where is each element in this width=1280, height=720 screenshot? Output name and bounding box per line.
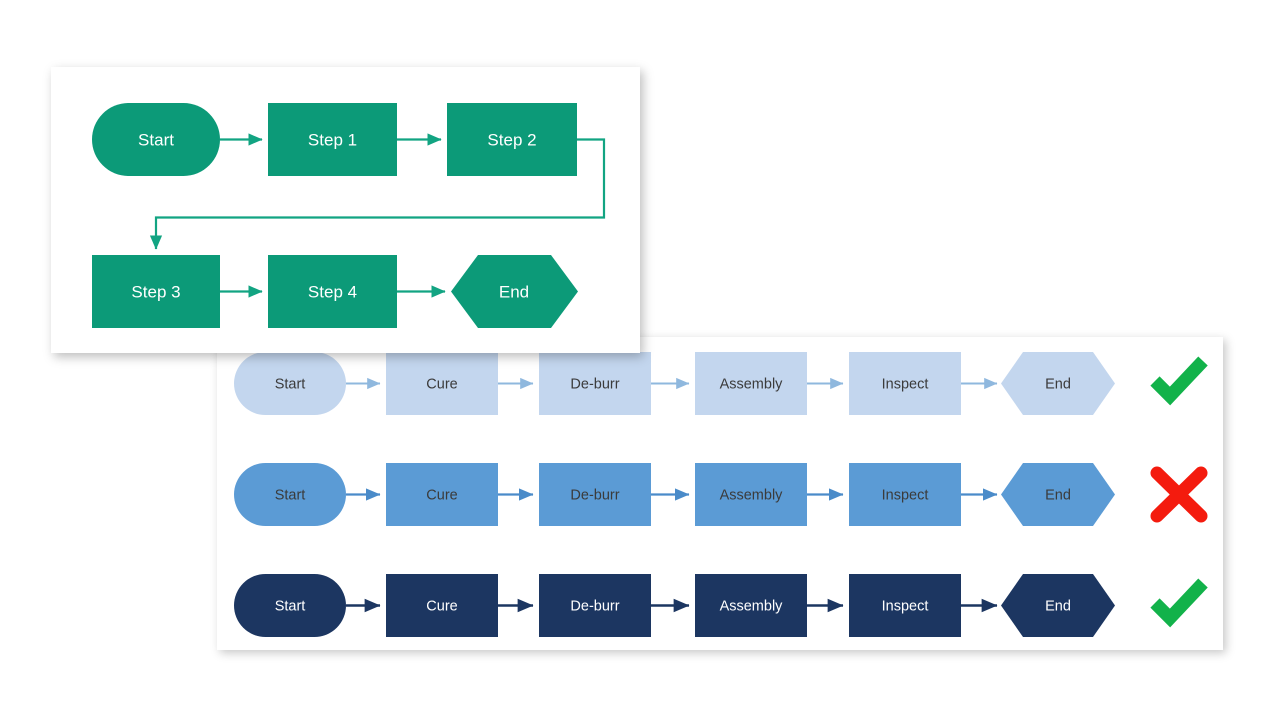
generic-flowchart-diagram: Start Step 1 Step 2 Step 3 Step 4 End xyxy=(92,103,606,328)
node-cure-light[interactable] xyxy=(386,352,498,415)
node-deburr-light[interactable] xyxy=(539,352,651,415)
node-inspect-medium[interactable] xyxy=(849,463,961,526)
node-step3[interactable] xyxy=(92,255,220,328)
node-end-dark[interactable] xyxy=(1001,574,1115,637)
node-cure-medium[interactable] xyxy=(386,463,498,526)
node-label: Cure xyxy=(426,376,457,392)
variant-row-medium[interactable]: Start Cure De-burr Assembly Inspect End xyxy=(234,463,1208,526)
node-step1[interactable] xyxy=(268,103,397,176)
status-check-icon xyxy=(1150,356,1208,406)
node-label: Start xyxy=(275,487,306,503)
node-start-dark[interactable] xyxy=(234,574,346,637)
node-end-medium[interactable] xyxy=(1001,463,1115,526)
node-label: Inspect xyxy=(882,376,929,392)
node-inspect-dark[interactable] xyxy=(849,574,961,637)
process-variants-diagram: Start Cure De-burr Assembly Inspect End xyxy=(234,352,1208,637)
node-step2[interactable] xyxy=(447,103,577,176)
node-step4[interactable] xyxy=(268,255,397,328)
node-end[interactable] xyxy=(451,255,578,328)
node-label: Step 2 xyxy=(487,130,536,149)
node-label: Step 3 xyxy=(131,282,180,301)
node-label: Start xyxy=(138,130,174,149)
node-label: De-burr xyxy=(570,487,619,503)
node-label: Assembly xyxy=(720,376,784,392)
node-label: Cure xyxy=(426,487,457,503)
node-label: De-burr xyxy=(570,376,619,392)
node-start-medium[interactable] xyxy=(234,463,346,526)
node-label: End xyxy=(1045,598,1071,614)
node-cure-dark[interactable] xyxy=(386,574,498,637)
node-label: Start xyxy=(275,376,306,392)
node-deburr-medium[interactable] xyxy=(539,463,651,526)
status-check-icon xyxy=(1150,578,1208,628)
node-label: Step 1 xyxy=(308,130,357,149)
variant-row-dark[interactable]: Start Cure De-burr Assembly Inspect End xyxy=(234,574,1208,637)
node-label: De-burr xyxy=(570,598,619,614)
process-variants-panel: Start Cure De-burr Assembly Inspect End xyxy=(217,337,1223,650)
node-label: End xyxy=(1045,487,1071,503)
node-label: Assembly xyxy=(720,598,784,614)
node-label: Cure xyxy=(426,598,457,614)
node-label: End xyxy=(1045,376,1071,392)
connector-step2-step3 xyxy=(149,138,606,250)
node-label: Step 4 xyxy=(308,282,357,301)
node-assembly-light[interactable] xyxy=(695,352,807,415)
status-cross-icon xyxy=(1150,466,1208,523)
node-inspect-light[interactable] xyxy=(849,352,961,415)
variant-row-light[interactable]: Start Cure De-burr Assembly Inspect End xyxy=(234,352,1208,415)
node-label: Inspect xyxy=(882,487,929,503)
node-label: Start xyxy=(275,598,306,614)
generic-flowchart-panel: Start Step 1 Step 2 Step 3 Step 4 End xyxy=(51,67,640,353)
node-deburr-dark[interactable] xyxy=(539,574,651,637)
node-end-light[interactable] xyxy=(1001,352,1115,415)
node-start-light[interactable] xyxy=(234,352,346,415)
node-label: Inspect xyxy=(882,598,929,614)
node-assembly-medium[interactable] xyxy=(695,463,807,526)
node-label: End xyxy=(499,282,529,301)
node-label: Assembly xyxy=(720,487,784,503)
node-assembly-dark[interactable] xyxy=(695,574,807,637)
node-start[interactable] xyxy=(92,103,220,176)
